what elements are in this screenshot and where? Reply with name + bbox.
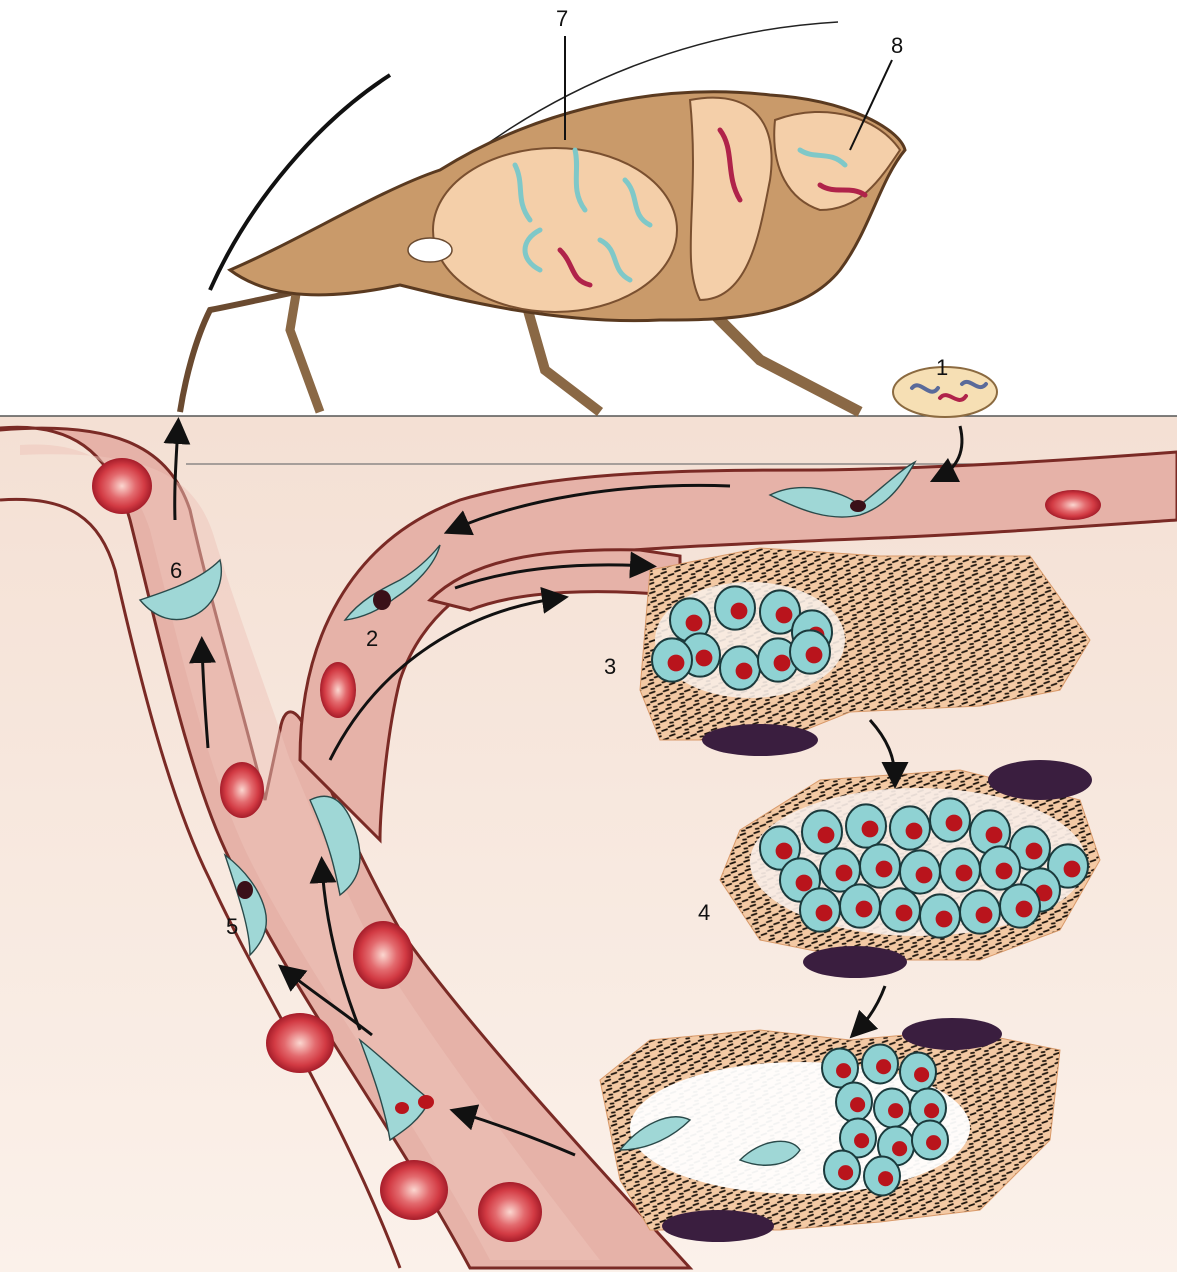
red-blood-cell bbox=[478, 1182, 542, 1242]
amastigote-nucleus bbox=[976, 907, 993, 924]
amastigote-nucleus bbox=[892, 1141, 907, 1156]
amastigote-nucleus bbox=[936, 911, 953, 928]
amastigote-nucleus bbox=[856, 901, 873, 918]
red-blood-cell bbox=[380, 1160, 448, 1220]
amastigote-nucleus bbox=[986, 827, 1003, 844]
amastigote-nucleus bbox=[776, 607, 793, 624]
red-blood-cell bbox=[92, 458, 152, 514]
macrophage bbox=[902, 1018, 1002, 1050]
amastigote-nucleus bbox=[1026, 843, 1043, 860]
red-blood-cell bbox=[220, 762, 264, 818]
amastigote-nucleus bbox=[916, 867, 933, 884]
stage-label-1: 1 bbox=[936, 357, 948, 379]
red-blood-cell bbox=[320, 662, 356, 718]
amastigote-nucleus bbox=[924, 1103, 939, 1118]
amastigote-nucleus bbox=[888, 1103, 903, 1118]
amastigote-nucleus bbox=[774, 655, 791, 672]
stage-label-5: 5 bbox=[226, 916, 238, 938]
amastigote-nucleus bbox=[956, 865, 973, 882]
amastigote-nucleus bbox=[731, 603, 748, 620]
amastigote-nucleus bbox=[914, 1067, 929, 1082]
macrophage bbox=[662, 1210, 774, 1242]
amastigote-nucleus bbox=[776, 843, 793, 860]
amastigote-nucleus bbox=[806, 647, 823, 664]
amastigote-nucleus bbox=[896, 905, 913, 922]
amastigote-nucleus bbox=[878, 1171, 893, 1186]
amastigote-nucleus bbox=[854, 1133, 869, 1148]
stage-label-4: 4 bbox=[698, 902, 710, 924]
stage-label-7: 7 bbox=[556, 8, 568, 30]
amastigote-nucleus bbox=[1016, 901, 1033, 918]
bug-eye bbox=[408, 238, 452, 262]
stage-label-6: 6 bbox=[170, 560, 182, 582]
macrophage bbox=[702, 724, 818, 756]
amastigote-nucleus bbox=[906, 823, 923, 840]
amastigote-nucleus bbox=[668, 655, 685, 672]
bug-midgut bbox=[433, 148, 677, 312]
amastigote-nucleus bbox=[836, 865, 853, 882]
macrophage bbox=[803, 946, 907, 978]
amastigote-nucleus bbox=[696, 650, 713, 667]
stage-label-8: 8 bbox=[891, 35, 903, 57]
red-blood-cell bbox=[353, 921, 413, 989]
amastigote-nucleus bbox=[818, 827, 835, 844]
amastigote-nucleus bbox=[862, 821, 879, 838]
stage-label-3: 3 bbox=[604, 656, 616, 678]
amastigote-nucleus bbox=[876, 861, 893, 878]
amastigote-nucleus bbox=[838, 1165, 853, 1180]
amastigote-nucleus bbox=[926, 1135, 941, 1150]
macrophage bbox=[988, 760, 1092, 800]
amastigote-nucleus bbox=[736, 663, 753, 680]
amastigote-nucleus bbox=[996, 863, 1013, 880]
stage-label-2: 2 bbox=[366, 628, 378, 650]
amastigote-nucleus bbox=[850, 1097, 865, 1112]
amastigote-nucleus bbox=[946, 815, 963, 832]
amastigote-nucleus bbox=[686, 615, 703, 632]
amastigote-nucleus bbox=[816, 905, 833, 922]
amastigote-nucleus bbox=[796, 875, 813, 892]
amastigote-nucleus bbox=[1064, 861, 1081, 878]
reduviid-bug bbox=[180, 22, 905, 412]
red-blood-cell bbox=[1045, 490, 1101, 520]
red-blood-cell bbox=[266, 1013, 334, 1073]
amastigote-nucleus bbox=[836, 1063, 851, 1078]
amastigote-nucleus bbox=[876, 1059, 891, 1074]
